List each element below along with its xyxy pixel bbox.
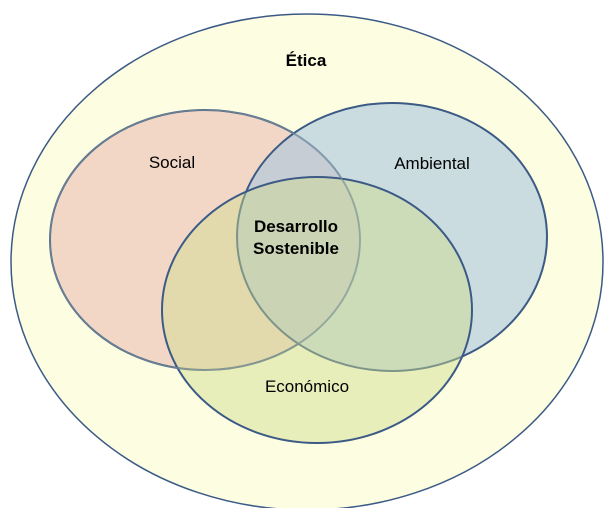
social-outline-overlay bbox=[49, 109, 361, 371]
etica-label: Ética bbox=[286, 51, 327, 70]
center-label-line1: Desarrollo bbox=[254, 217, 338, 236]
ambiental-ellipse bbox=[236, 102, 548, 372]
economico-ellipse bbox=[161, 176, 473, 444]
economico-label: Económico bbox=[265, 377, 349, 396]
center-label-line2: Sostenible bbox=[253, 239, 339, 258]
social-label: Social bbox=[149, 153, 195, 172]
ambiental-label: Ambiental bbox=[394, 154, 470, 173]
